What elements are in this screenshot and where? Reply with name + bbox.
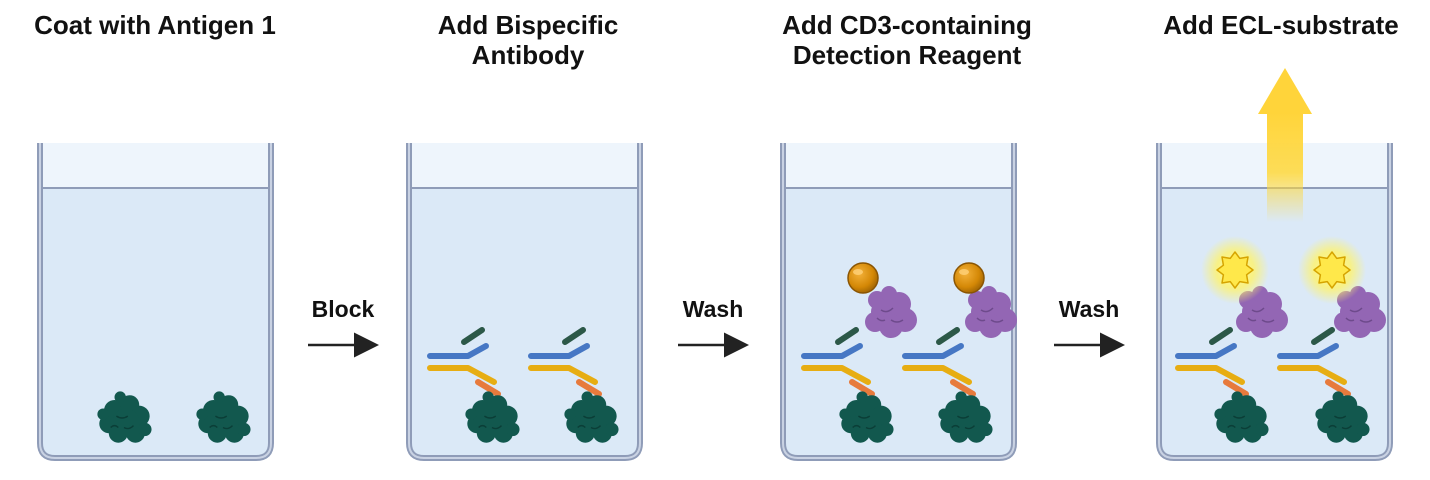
sulfo-tag-icon: [953, 262, 985, 294]
step-2-title: Add Bispecific Antibody: [437, 10, 619, 70]
wash-label-1: Wash: [682, 296, 744, 322]
block-label: Block: [311, 296, 375, 322]
step-1-title: Coat with Antigen 1: [34, 10, 276, 40]
wash-label-2: Wash: [1058, 296, 1120, 322]
sulfo-tag-icon: [847, 262, 879, 294]
light-signal-arrow-icon: [1258, 68, 1312, 222]
ecl-star-icon: [1200, 235, 1270, 305]
step-4-title: Add ECL-substrate: [1163, 10, 1399, 40]
ecl-star-icon: [1297, 235, 1367, 305]
step-3-title: Add CD3-containing Detection Reagent: [782, 10, 1032, 70]
